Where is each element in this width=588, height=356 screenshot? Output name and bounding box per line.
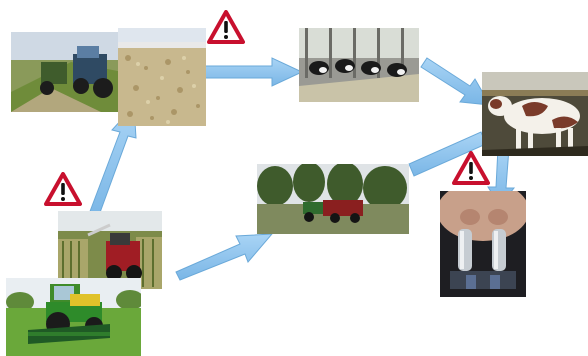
dairy-cow-photo xyxy=(482,72,588,156)
arrow-spreading-to-mowing xyxy=(175,233,274,281)
slurry-spreading-photo xyxy=(257,164,409,234)
milking-cluster-photo xyxy=(440,191,526,297)
silage-clamp-photo xyxy=(11,32,133,112)
warning-icon xyxy=(44,172,82,206)
forage-harvester-photo xyxy=(58,211,162,289)
mowing-tractor-photo xyxy=(6,278,141,356)
silage-closeup-photo xyxy=(118,28,206,126)
warning-icon xyxy=(207,10,245,44)
warning-icon xyxy=(452,151,490,185)
cows-feeding-barn-photo xyxy=(299,28,419,102)
arrow-silage-to-feeding xyxy=(203,57,304,87)
arrow-feeding-to-cow xyxy=(420,57,491,106)
